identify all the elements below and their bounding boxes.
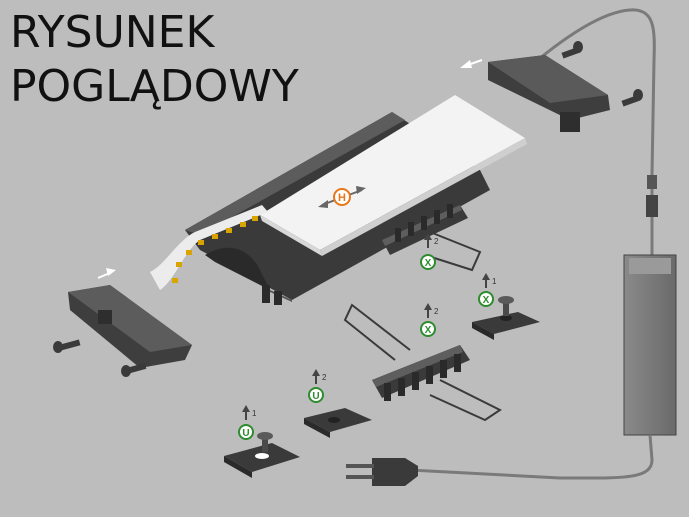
title-line-1: RYSUNEK (10, 7, 215, 58)
badge-x-1-step: 2 (434, 237, 439, 246)
led-strip (150, 205, 268, 290)
power-cable (519, 8, 656, 255)
end-cap-top (488, 55, 610, 132)
screw-top-2 (621, 89, 643, 107)
badge-x-2-step: 1 (492, 277, 497, 286)
badge-u-2-step: 1 (252, 409, 257, 418)
badge-u-1-step: 2 (322, 373, 327, 382)
page-title: RYSUNEK POGLĄDOWY (10, 6, 299, 114)
end-cap-bottom (68, 285, 192, 368)
screw-top-1 (561, 41, 583, 59)
cable-connector (646, 195, 658, 217)
badge-x-2-label: X (483, 295, 490, 306)
mounting-clip-left (224, 432, 300, 478)
mounting-bracket-center (343, 303, 502, 422)
badge-x-1-label: X (425, 258, 432, 269)
badge-u-1-label: U (312, 391, 319, 402)
badge-x-1: 2 X (420, 233, 439, 270)
badge-h: H (318, 186, 366, 208)
badge-x-2: 1 X (478, 273, 497, 307)
diffuser (260, 95, 527, 256)
badge-u-2-label: U (242, 428, 249, 439)
badge-x-3: 2 X (420, 303, 439, 337)
cable-connector-2 (647, 175, 657, 189)
badge-x-3-step: 2 (434, 307, 439, 316)
mounting-clip-middle (304, 408, 372, 438)
arrow-right-bottom (97, 268, 116, 279)
title-line-2: POGLĄDOWY (10, 61, 299, 112)
mounting-clip-right (472, 296, 540, 340)
arrow-left-top (460, 59, 483, 68)
screw-bottom-1 (53, 339, 81, 353)
mounting-bracket-right (382, 204, 482, 272)
badge-h-label: H (338, 192, 346, 204)
badge-u-2: 1 U (238, 405, 257, 440)
badge-u-1: 2 U (308, 369, 327, 403)
mains-cable (409, 434, 654, 480)
mains-plug (346, 458, 418, 486)
power-supply (623, 254, 677, 436)
screw-bottom-2 (121, 362, 147, 377)
badge-x-3-label: X (425, 325, 432, 336)
